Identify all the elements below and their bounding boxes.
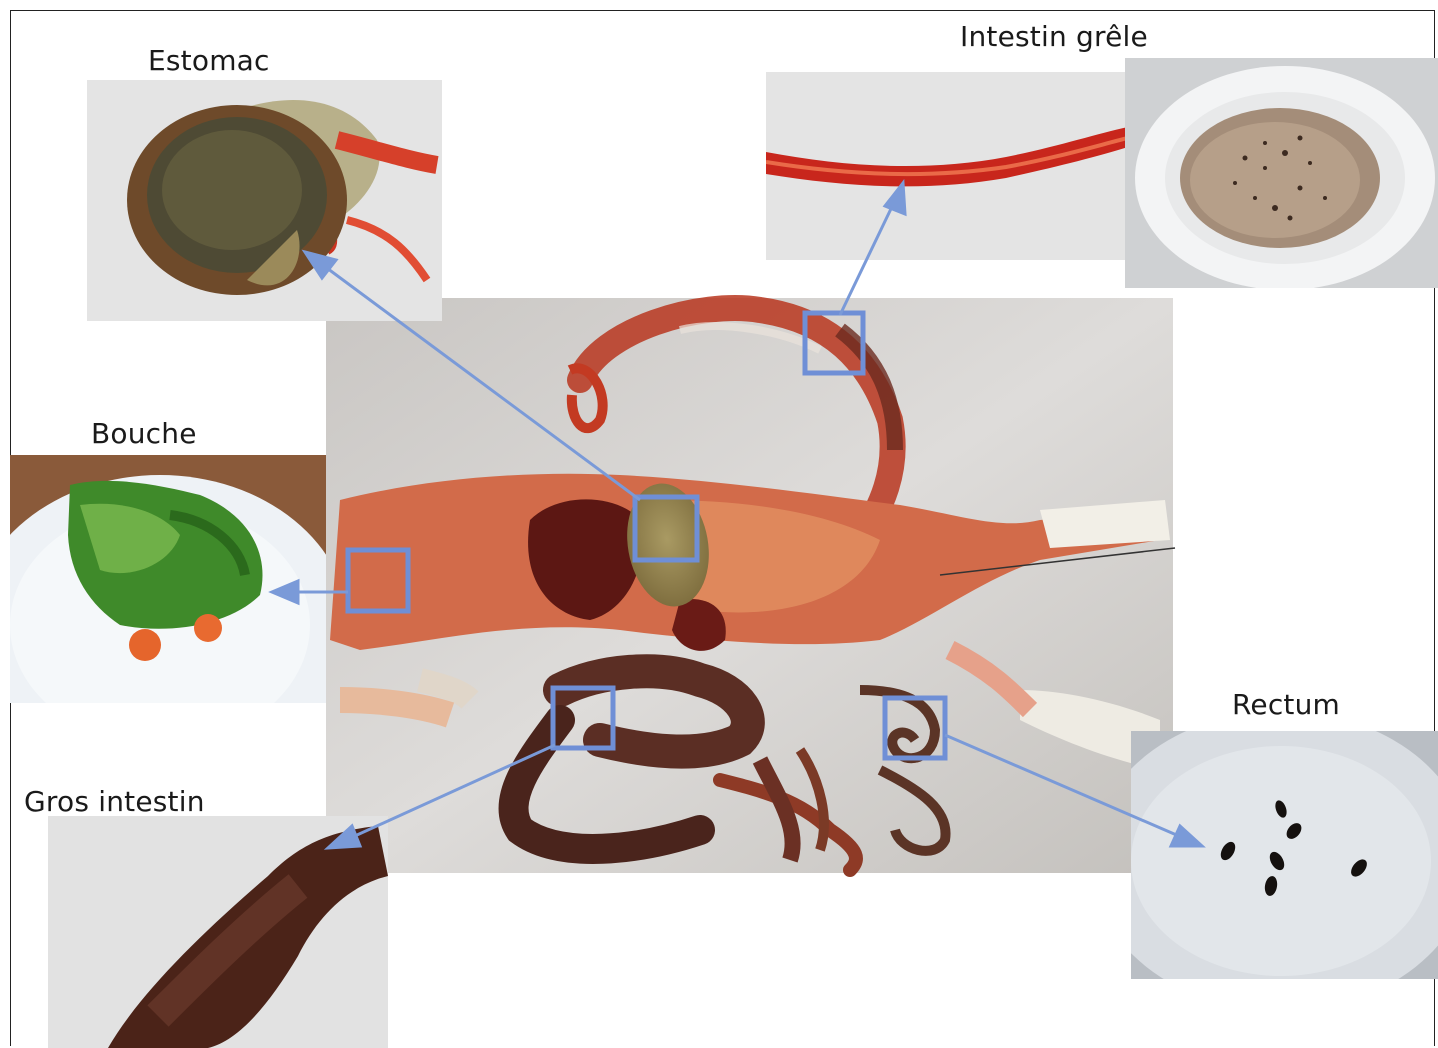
mouth-highlight-box	[348, 550, 408, 611]
arrow-to-gros-intestin	[335, 745, 555, 845]
arrow-head-bouche	[272, 581, 298, 603]
arrow-head-rectum	[1171, 826, 1202, 846]
label-intestin-grele: Intestin grêle	[960, 20, 1148, 53]
label-bouche: Bouche	[91, 417, 197, 450]
stomach-highlight-box	[635, 497, 697, 560]
label-estomac: Estomac	[148, 44, 270, 77]
arrow-head-estomac	[305, 252, 336, 278]
arrow-head-gros-intestin	[328, 826, 360, 848]
small-intestine-highlight-box	[805, 313, 863, 373]
arrow-to-rectum	[945, 735, 1195, 843]
label-rectum: Rectum	[1232, 688, 1340, 721]
label-gros-intestin: Gros intestin	[24, 785, 205, 818]
arrow-head-intestin-grele	[885, 183, 905, 214]
rectum-highlight-box	[885, 698, 945, 758]
large-intestine-highlight-box	[553, 688, 613, 748]
arrow-to-estomac	[308, 254, 640, 500]
